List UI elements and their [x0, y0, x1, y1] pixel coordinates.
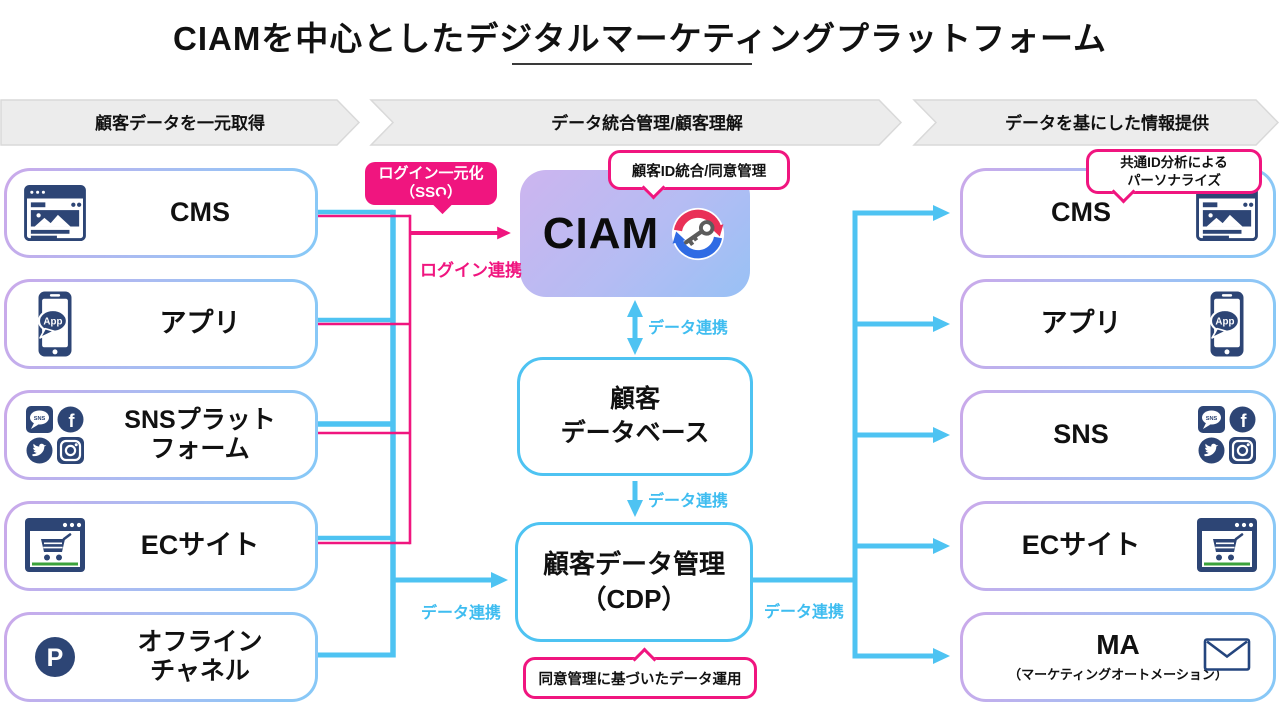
data-link-label-cdp-right: データ連携 — [764, 604, 845, 621]
right-box-sns: SNS — [960, 390, 1276, 480]
left-box-app-label: アプリ — [159, 308, 241, 339]
ec-cart-icon — [7, 517, 103, 575]
ciam-box: CIAM — [520, 170, 750, 297]
left-box-sns-label: SNSプラット フォーム — [124, 405, 276, 464]
right-box-ec: ECサイト — [960, 501, 1276, 591]
consent-ops-callout: 同意管理に基づいたデータ運用 — [523, 647, 757, 699]
ec-cart-icon — [1181, 517, 1273, 575]
left-box-ec-label: ECサイト — [140, 530, 260, 561]
right-box-app: アプリ — [960, 279, 1276, 369]
sns-platform-icons — [7, 405, 103, 465]
point-card-icon — [7, 635, 103, 679]
app-smartphone-icon — [7, 291, 103, 357]
right-box-ec-label: ECサイト — [1021, 530, 1141, 561]
data-link-label-ciam-db: データ連携 — [648, 320, 729, 337]
title-underline — [512, 63, 752, 65]
stage-label-1: 顧客データを一元取得 — [95, 114, 265, 133]
data-link-label-db-cdp: データ連携 — [648, 493, 729, 510]
right-box-ma-label: MA — [1096, 629, 1140, 660]
left-box-offline-label: オフライン チャネル — [137, 627, 263, 686]
left-box-ec: ECサイト — [4, 501, 318, 591]
consent-ops-callout-text: 同意管理に基づいたデータ運用 — [538, 671, 742, 688]
stage-band-3 — [912, 99, 1280, 146]
ciam-label: CIAM — [542, 208, 660, 258]
data-link-label-left-cdp: データ連携 — [421, 605, 502, 622]
personalize-callout-text: 共通ID分析による パーソナライズ — [1120, 154, 1228, 188]
left-box-sns: SNSプラット フォーム — [4, 390, 318, 480]
mail-envelope-icon — [1203, 638, 1251, 677]
login-link-wires — [318, 214, 511, 545]
sync-key-icon — [669, 205, 727, 263]
login-link-label: ログイン連携 — [420, 261, 522, 280]
right-box-ma-sublabel: （マーケティングオートメーション） — [1008, 667, 1228, 682]
stage-band-2 — [369, 99, 903, 146]
stage-bands — [0, 99, 1280, 146]
sso-callout: ログイン一元化 （SSO） — [365, 162, 497, 215]
stage-label-3: データを基にした情報提供 — [1005, 114, 1209, 133]
app-smartphone-icon — [1181, 291, 1273, 357]
cms-browser-icon — [7, 185, 103, 241]
left-box-offline: オフライン チャネル — [4, 612, 318, 702]
right-box-sns-label: SNS — [1053, 419, 1109, 450]
left-box-app: アプリ — [4, 279, 318, 369]
personalize-callout: 共通ID分析による パーソナライズ — [1086, 149, 1262, 204]
sso-callout-text: ログイン一元化 （SSO） — [378, 164, 484, 201]
sns-platform-icons — [1181, 405, 1273, 465]
right-box-app-label: アプリ — [1040, 308, 1122, 339]
left-box-cms: CMS — [4, 168, 318, 258]
cdp-box: 顧客データ管理 （CDP） — [515, 522, 753, 642]
id-consent-callout: 顧客ID統合/同意管理 — [608, 150, 790, 200]
stage-label-2: データ統合管理/顧客理解 — [551, 114, 743, 133]
page-title: CIAMを中心としたデジタルマーケティングプラットフォーム — [172, 20, 1108, 57]
id-consent-callout-text: 顧客ID統合/同意管理 — [631, 163, 767, 180]
customer-database-box: 顧客 データベース — [517, 357, 753, 476]
right-box-cms-label: CMS — [1051, 197, 1111, 228]
stage-band-1 — [0, 99, 361, 146]
right-box-ma: MA （マーケティングオートメーション） — [960, 612, 1276, 702]
left-box-cms-label: CMS — [170, 197, 230, 228]
